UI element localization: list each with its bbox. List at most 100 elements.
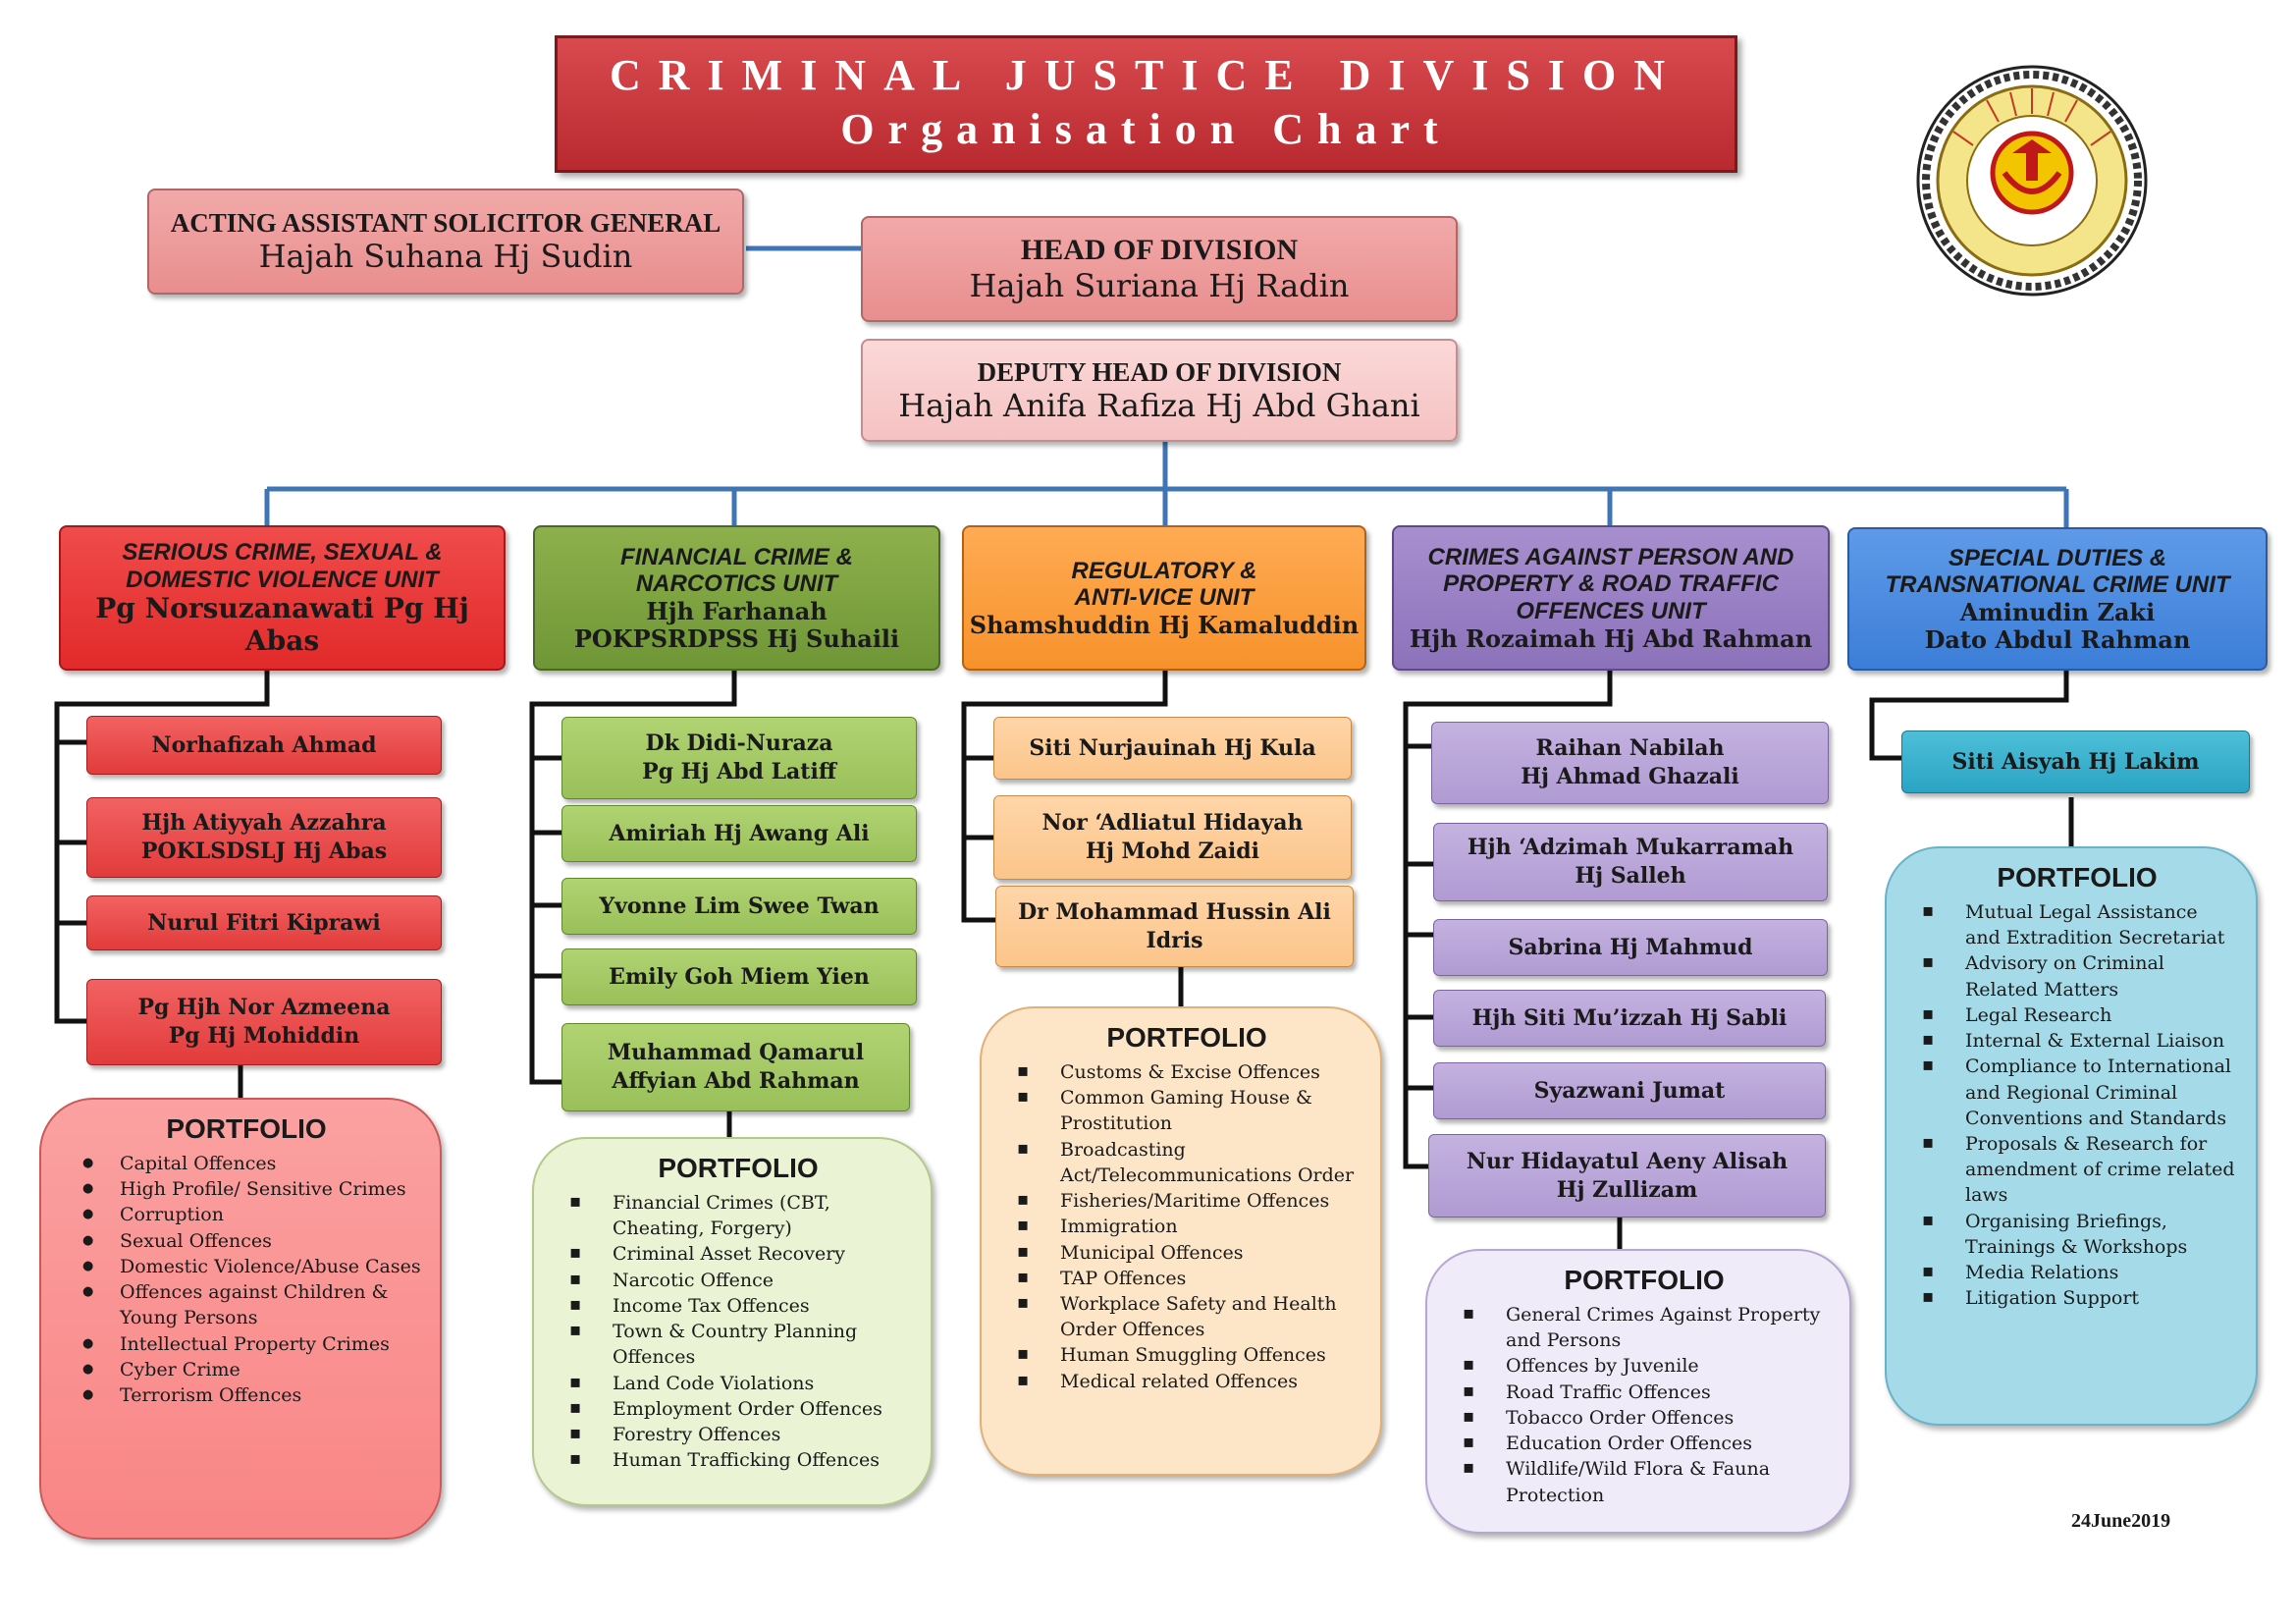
- member-box: Norhafizah Ahmad: [86, 716, 442, 775]
- member-box: Dr Mohammad Hussin Ali Idris: [995, 886, 1354, 967]
- attorney-general-seal-logo: [1914, 63, 2150, 298]
- unit-title-line: ANTI-VICE UNIT: [1074, 584, 1255, 612]
- member-name: Siti Aisyah Hj Lakim: [1951, 748, 2200, 775]
- unit-title-line: PROPERTY & ROAD TRAFFIC: [1443, 570, 1779, 598]
- unit-financial-crime-box: FINANCIAL CRIME & NARCOTICS UNIT Hjh Far…: [533, 525, 940, 671]
- unit-title-line: DOMESTIC VIOLENCE UNIT: [126, 566, 439, 593]
- portfolio-item: Mutual Legal Assistance and Extradition …: [1916, 899, 2238, 950]
- member-name: Hjh Siti Mu’izzah Hj Sabli: [1471, 1004, 1788, 1031]
- portfolio-item: Common Gaming House & Prostitution: [1011, 1085, 1362, 1136]
- portfolio-item: Human Smuggling Offences: [1011, 1342, 1362, 1368]
- portfolio-item: Land Code Violations: [563, 1371, 913, 1396]
- portfolio-serious-crime: PORTFOLIO Capital Offences High Profile/…: [39, 1098, 442, 1540]
- portfolio-item: Immigration: [1011, 1214, 1362, 1239]
- member-box: Syazwani Jumat: [1433, 1062, 1826, 1119]
- member-name: POKLSDSLJ Hj Abas: [140, 839, 388, 864]
- chart-date: 24June2019: [2071, 1510, 2171, 1532]
- portfolio-item: Intellectual Property Crimes: [71, 1331, 422, 1357]
- member-name: Yvonne Lim Swee Twan: [599, 893, 880, 919]
- member-name: Nor ‘Adliatul Hidayah: [1041, 810, 1304, 837]
- portfolio-item: Narcotic Offence: [563, 1268, 913, 1293]
- member-name: Muhammad Qamarul: [607, 1040, 865, 1066]
- member-name: Sabrina Hj Mahmud: [1508, 934, 1753, 960]
- member-name: Syazwani Jumat: [1533, 1077, 1726, 1104]
- member-name: Pg Hjh Nor Azmeena: [137, 995, 391, 1021]
- member-name: Hjh ‘Adzimah Mukarramah: [1467, 835, 1794, 861]
- portfolio-financial-crime: PORTFOLIO Financial Crimes (CBT, Cheatin…: [532, 1137, 933, 1506]
- member-box: Nor ‘Adliatul Hidayah Hj Mohd Zaidi: [993, 795, 1352, 880]
- member-name: Emily Goh Miem Yien: [609, 963, 870, 990]
- member-box: Hjh Siti Mu’izzah Hj Sabli: [1433, 990, 1826, 1047]
- portfolio-item: Legal Research: [1916, 1002, 2238, 1028]
- portfolio-special-duties: PORTFOLIO Mutual Legal Assistance and Ex…: [1885, 846, 2258, 1426]
- unit-special-duties-box: SPECIAL DUTIES & TRANSNATIONAL CRIME UNI…: [1847, 527, 2268, 671]
- unit-lead: Aminudin Zaki: [1959, 598, 2156, 626]
- portfolio-item: Road Traffic Offences: [1457, 1380, 1832, 1405]
- head-role: HEAD OF DIVISION: [1020, 234, 1299, 267]
- portfolio-crimes-against-person: PORTFOLIO General Crimes Against Propert…: [1425, 1249, 1851, 1534]
- portfolio-heading: PORTFOLIO: [1997, 862, 2158, 893]
- member-box: Raihan Nabilah Hj Ahmad Ghazali: [1431, 722, 1829, 804]
- portfolio-item: Internal & External Liaison: [1916, 1028, 2238, 1054]
- member-name: Nurul Fitri Kiprawi: [147, 909, 381, 936]
- portfolio-item: Sexual Offences: [71, 1228, 422, 1254]
- member-name: Pg Hj Abd Latiff: [642, 759, 836, 785]
- unit-title-line: SERIOUS CRIME, SEXUAL &: [122, 539, 443, 567]
- member-box: Hjh ‘Adzimah Mukarramah Hj Salleh: [1433, 823, 1828, 901]
- member-box: Pg Hjh Nor Azmeena Pg Hj Mohiddin: [86, 979, 442, 1065]
- unit-title-line: TRANSNATIONAL CRIME UNIT: [1885, 571, 2230, 599]
- member-name: Hj Ahmad Ghazali: [1521, 764, 1739, 789]
- title-line-2: Organisation Chart: [840, 105, 1452, 153]
- portfolio-item: Customs & Excise Offences: [1011, 1059, 1362, 1085]
- unit-title-line: OFFENCES UNIT: [1516, 598, 1706, 624]
- member-box: Hjh Atiyyah Azzahra POKLSDSLJ Hj Abas: [86, 797, 442, 878]
- portfolio-item: Compliance to International and Regional…: [1916, 1054, 2238, 1131]
- member-box: Nur Hidayatul Aeny Alisah Hj Zullizam: [1428, 1134, 1826, 1218]
- portfolio-item: Fisheries/Maritime Offences: [1011, 1188, 1362, 1214]
- portfolio-item: Human Trafficking Offences: [563, 1447, 913, 1473]
- member-name: Raihan Nabilah: [1535, 735, 1725, 762]
- deputy-head-of-division-box: DEPUTY HEAD OF DIVISION Hajah Anifa Rafi…: [861, 339, 1458, 442]
- portfolio-item: Media Relations: [1916, 1260, 2238, 1285]
- unit-lead: Dato Abdul Rahman: [1924, 624, 2191, 654]
- member-name: Hjh Atiyyah Azzahra: [141, 810, 387, 837]
- portfolio-item: Cyber Crime: [71, 1357, 422, 1382]
- deputy-name: Hajah Anifa Rafiza Hj Abd Ghani: [898, 386, 1420, 424]
- portfolio-item: Medical related Offences: [1011, 1369, 1362, 1394]
- member-name: Dk Didi-Nuraza: [645, 731, 833, 757]
- portfolio-item: Criminal Asset Recovery: [563, 1241, 913, 1267]
- unit-title-line: FINANCIAL CRIME &: [620, 543, 853, 570]
- portfolio-item: Financial Crimes (CBT, Cheating, Forgery…: [563, 1190, 913, 1241]
- portfolio-item: Domestic Violence/Abuse Cases: [71, 1254, 422, 1279]
- portfolio-item: Capital Offences: [71, 1151, 422, 1176]
- portfolio-heading: PORTFOLIO: [1564, 1265, 1725, 1295]
- member-box: Dk Didi-Nuraza Pg Hj Abd Latiff: [561, 717, 917, 799]
- member-name: Amiriah Hj Awang Ali: [609, 820, 870, 846]
- member-name: Norhafizah Ahmad: [151, 731, 377, 758]
- member-name: Nur Hidayatul Aeny Alisah: [1466, 1148, 1789, 1174]
- portfolio-regulatory: PORTFOLIO Customs & Excise Offences Comm…: [980, 1006, 1382, 1476]
- member-name: Affyian Abd Rahman: [612, 1068, 860, 1094]
- portfolio-item: High Profile/ Sensitive Crimes: [71, 1176, 422, 1202]
- unit-serious-crime-box: SERIOUS CRIME, SEXUAL & DOMESTIC VIOLENC…: [59, 525, 506, 671]
- portfolio-item: TAP Offences: [1011, 1266, 1362, 1291]
- member-box: Yvonne Lim Swee Twan: [561, 878, 917, 935]
- portfolio-item: Wildlife/Wild Flora & Fauna Protection: [1457, 1456, 1832, 1507]
- member-box: Sabrina Hj Mahmud: [1433, 919, 1828, 976]
- unit-lead: POKPSRDPSS Hj Suhaili: [573, 623, 900, 653]
- unit-lead: Hjh Rozaimah Hj Abd Rahman: [1409, 623, 1813, 653]
- portfolio-item: Municipal Offences: [1011, 1240, 1362, 1266]
- portfolio-item: Proposals & Research for amendment of cr…: [1916, 1131, 2238, 1209]
- head-name: Hajah Suriana Hj Radin: [969, 266, 1350, 304]
- member-box: Nurul Fitri Kiprawi: [86, 895, 442, 950]
- portfolio-item: General Crimes Against Property and Pers…: [1457, 1302, 1832, 1353]
- unit-lead: Hjh Farhanah: [646, 597, 828, 625]
- unit-title-line: SPECIAL DUTIES &: [1948, 544, 2167, 571]
- deputy-role: DEPUTY HEAD OF DIVISION: [977, 356, 1342, 387]
- portfolio-item: Education Order Offences: [1457, 1431, 1832, 1456]
- portfolio-heading: PORTFOLIO: [166, 1113, 327, 1144]
- title-line-1: CRIMINAL JUSTICE DIVISION: [609, 51, 1683, 99]
- portfolio-heading: PORTFOLIO: [1106, 1022, 1267, 1053]
- acting-role: ACTING ASSISTANT SOLICITOR GENERAL: [170, 208, 721, 239]
